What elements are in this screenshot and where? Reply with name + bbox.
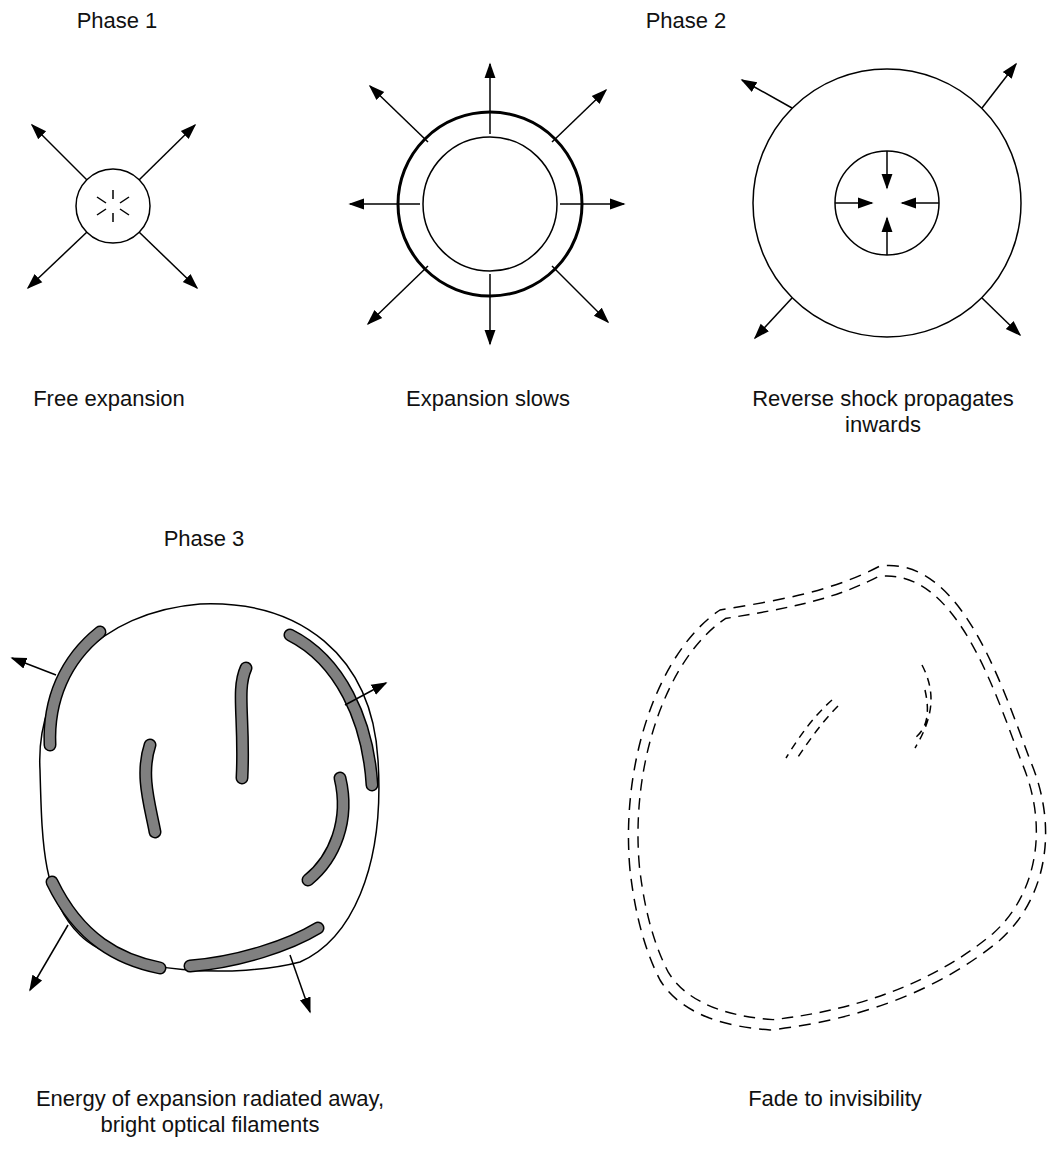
- phase-caption: Free expansion: [4, 386, 214, 412]
- faded-remnant-figure: [628, 565, 1045, 1030]
- phase-caption: Expansion slows: [378, 386, 598, 412]
- phase-caption: Reverse shock propagates inwards: [733, 386, 1033, 438]
- phase-caption: Energy of expansion radiated away, brigh…: [15, 1086, 405, 1138]
- expansion-slows-figure: [350, 64, 624, 344]
- reverse-shock-figure: [742, 64, 1021, 338]
- phase-heading: Phase 3: [124, 526, 284, 552]
- free-expansion-figure: [28, 125, 197, 288]
- phase-heading: Phase 1: [37, 8, 197, 34]
- phase-heading: Phase 2: [606, 8, 766, 34]
- phase-caption: Fade to invisibility: [705, 1086, 965, 1112]
- radiative-phase-figure: [12, 604, 386, 1012]
